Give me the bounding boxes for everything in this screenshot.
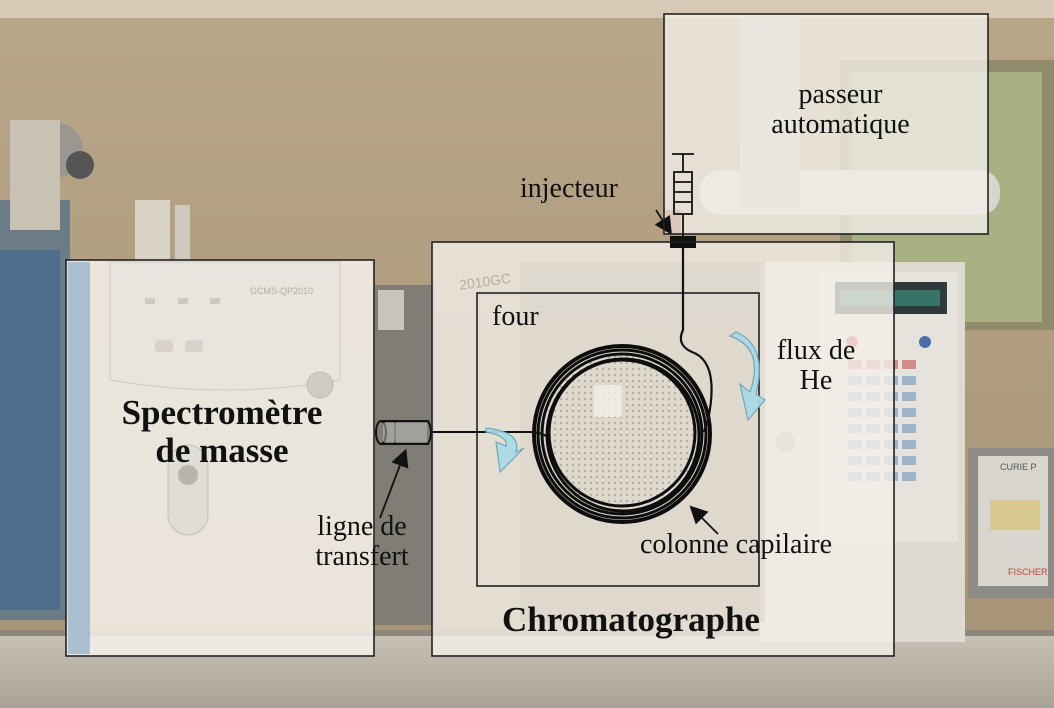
curie-device-logo: CURIE P xyxy=(1000,462,1037,472)
label-spectrometre-line1: Spectromètre xyxy=(121,393,323,432)
label-ligne-de-transfert: ligne de transfert xyxy=(292,511,432,573)
label-flux-de-he: flux de He xyxy=(761,335,871,397)
label-passeur-automatique: passeur automatique xyxy=(738,79,943,141)
label-chromatographe: Chromatographe xyxy=(502,600,760,639)
label-flux-line1: flux de xyxy=(776,335,856,366)
label-ligne-line1: ligne de xyxy=(317,511,407,542)
label-passeur-line2: automatique xyxy=(771,109,910,141)
gc-brand-logo: 2010GC xyxy=(458,270,512,293)
label-colonne-capilaire: colonne capilaire xyxy=(640,529,833,560)
label-passeur-line1: passeur xyxy=(798,79,883,110)
label-ligne-line2: transfert xyxy=(315,541,409,573)
label-spectrometre-line2: de masse xyxy=(155,430,289,470)
label-flux-line2: He xyxy=(799,365,833,397)
label-injecteur: injecteur xyxy=(520,173,618,204)
label-four: four xyxy=(492,301,539,332)
label-spectrometre-de-masse: Spectromètre de masse xyxy=(84,394,360,470)
ms-brand-logo: GCMS-QP2010 xyxy=(250,286,313,296)
fischer-logo: FISCHER xyxy=(1008,567,1048,577)
